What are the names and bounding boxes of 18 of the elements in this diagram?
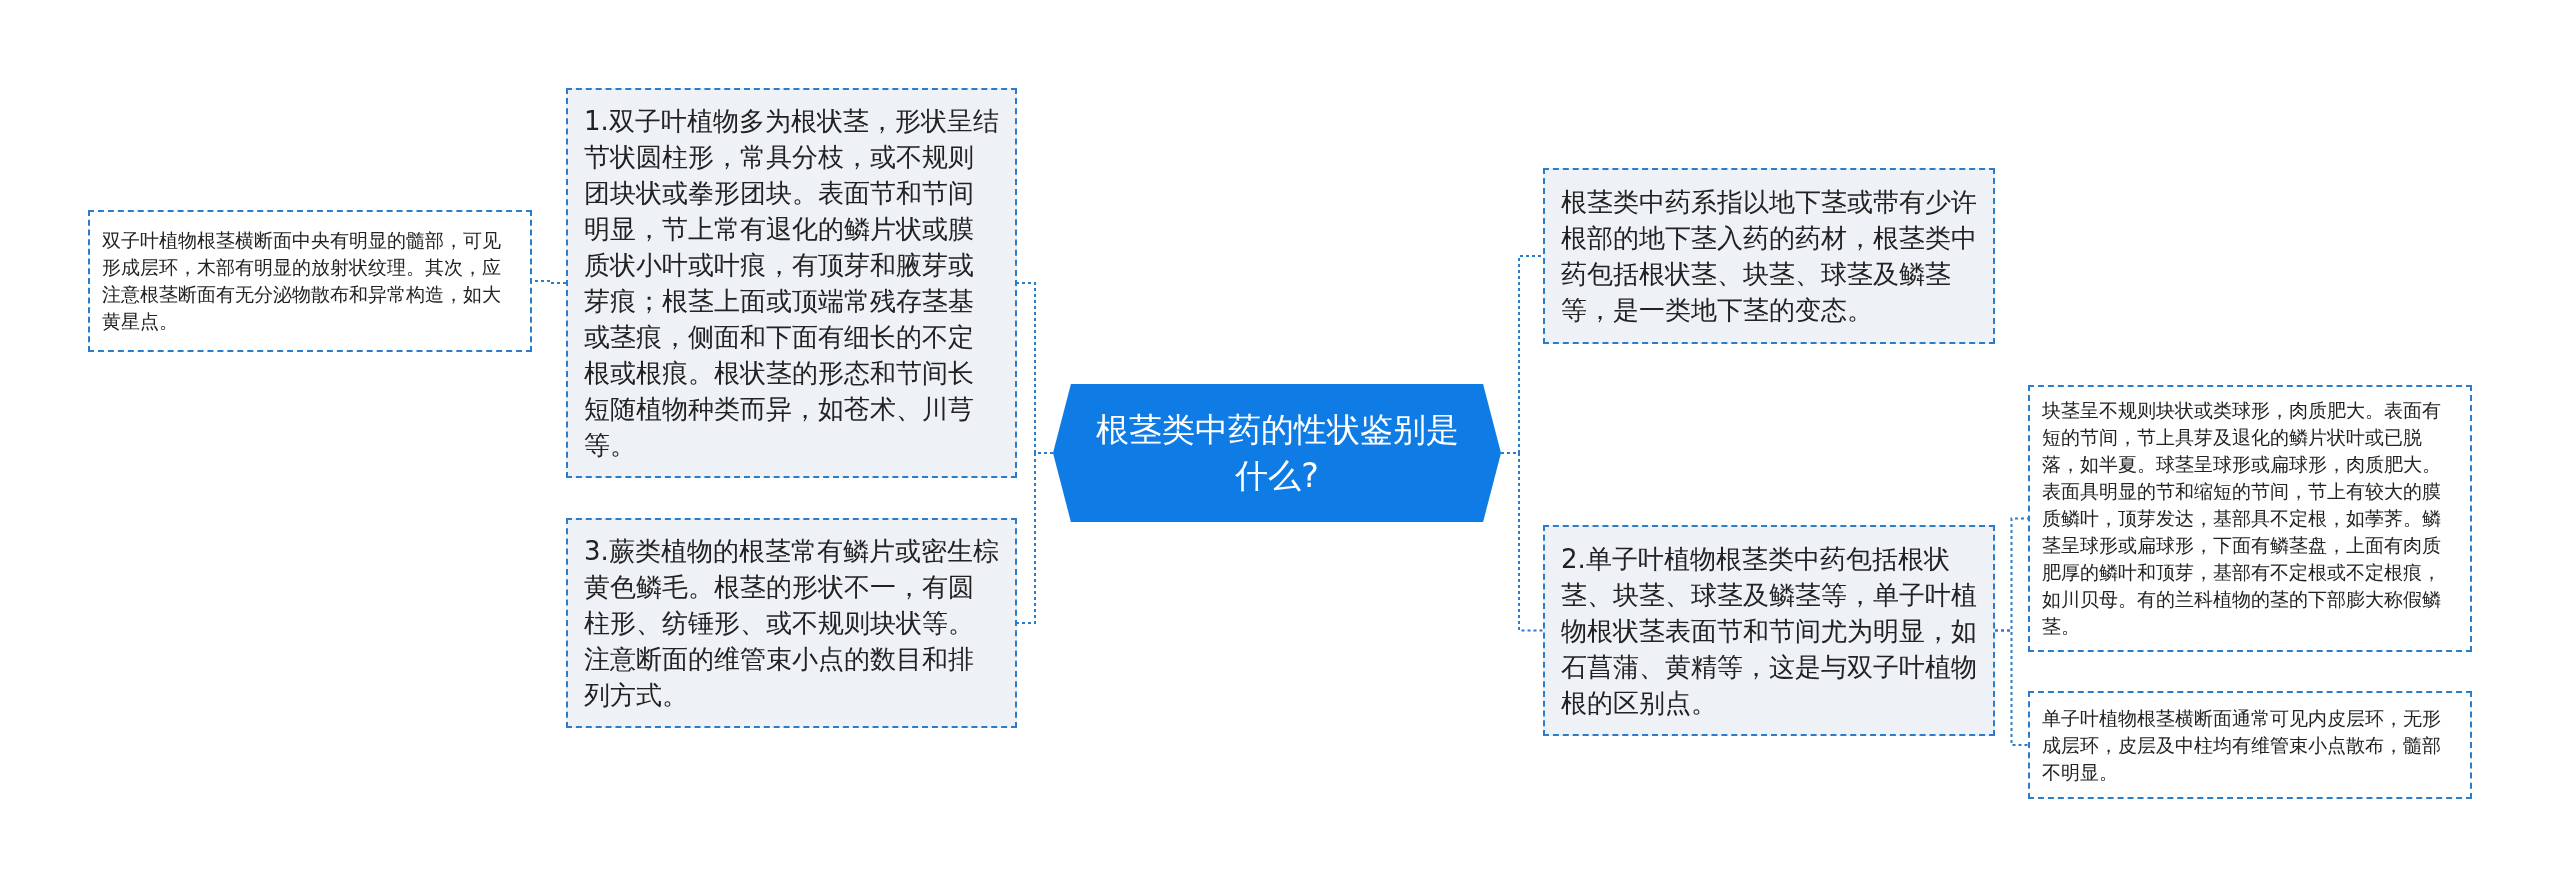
- connector-line: [1016, 452, 1054, 624]
- connector-line: [1994, 629, 2029, 746]
- topic-box: [1543, 525, 1995, 736]
- topic-box: [566, 88, 1017, 478]
- topic-text: 3.蕨类植物的根茎常有鳞片或密生棕黄色鳞毛。根茎的形状不一，有圆柱形、纺锤形、或不规则块状等。注意断面的维管束小点的数目和排列方式。: [584, 535, 999, 712]
- note-box: [88, 210, 532, 352]
- topic-box: [566, 518, 1017, 728]
- topic-title: 根茎类中药的性状鉴别是什么?: [1094, 409, 1460, 497]
- topic-text: 1.双子叶植物多为根状茎，形状呈结节状圆柱形，常具分枝，或不规则团块状或拳形团块。表面节和节间明显，节上常有退化的鳞片状或膜质状小叶或叶痕，有顶芽和腋芽或芽痕；根茎上面或顶端常残存茎基或茎痕，侧面和下面有细长的不定根或根痕。根状茎的形态和节间长短随植物种类而异，如苍术、川芎等。: [584, 105, 999, 462]
- note-box: [2028, 691, 2472, 799]
- note-text: 双子叶植物根茎横断面中央有明显的髓部，可见形成层环，木部有明显的放射状纹理。其次，应注意根茎断面有无分泌物散布和异常构造，如大黄星点。: [102, 228, 502, 334]
- topic-text: 根茎类中药系指以地下茎或带有少许根部的地下茎入药的药材，根茎类中药包括根状茎、块茎、球茎及鳞茎等，是一类地下茎的变态。: [1561, 186, 1977, 327]
- note-text: 单子叶植物根茎横断面通常可见内皮层环，无形成层环，皮层及中柱均有维管束小点散布，髓部不明显。: [2042, 705, 2442, 785]
- topic-text: 2.单子叶植物根茎类中药包括根状茎、块茎、球茎及鳞茎等，单子叶植物根状茎表面节和节间尤为明显，如石菖蒲、黄精等，这是与双子叶植物根的区别点。: [1561, 542, 1977, 720]
- note-text: 块茎呈不规则块状或类球形，肉质肥大。表面有短的节间，节上具芽及退化的鳞片状叶或已脱落，如半夏。球茎呈球形或扁球形，肉质肥大。表面具明显的节和缩短的节间，节上有较大的膜质鳞叶，顶芽发达，基部具不定根，如荸荠。鳞茎呈球形或扁球形，下面有鳞茎盘，上面有肉质肥厚的鳞叶和顶芽，基部有不定根或不定根痕，如川贝母。有的兰科植物的茎的下部膨大称假鳞茎。: [2042, 398, 2442, 639]
- connector-line: [1500, 452, 1544, 632]
- note-box: [2028, 385, 2472, 652]
- topic-box: [1543, 168, 1995, 344]
